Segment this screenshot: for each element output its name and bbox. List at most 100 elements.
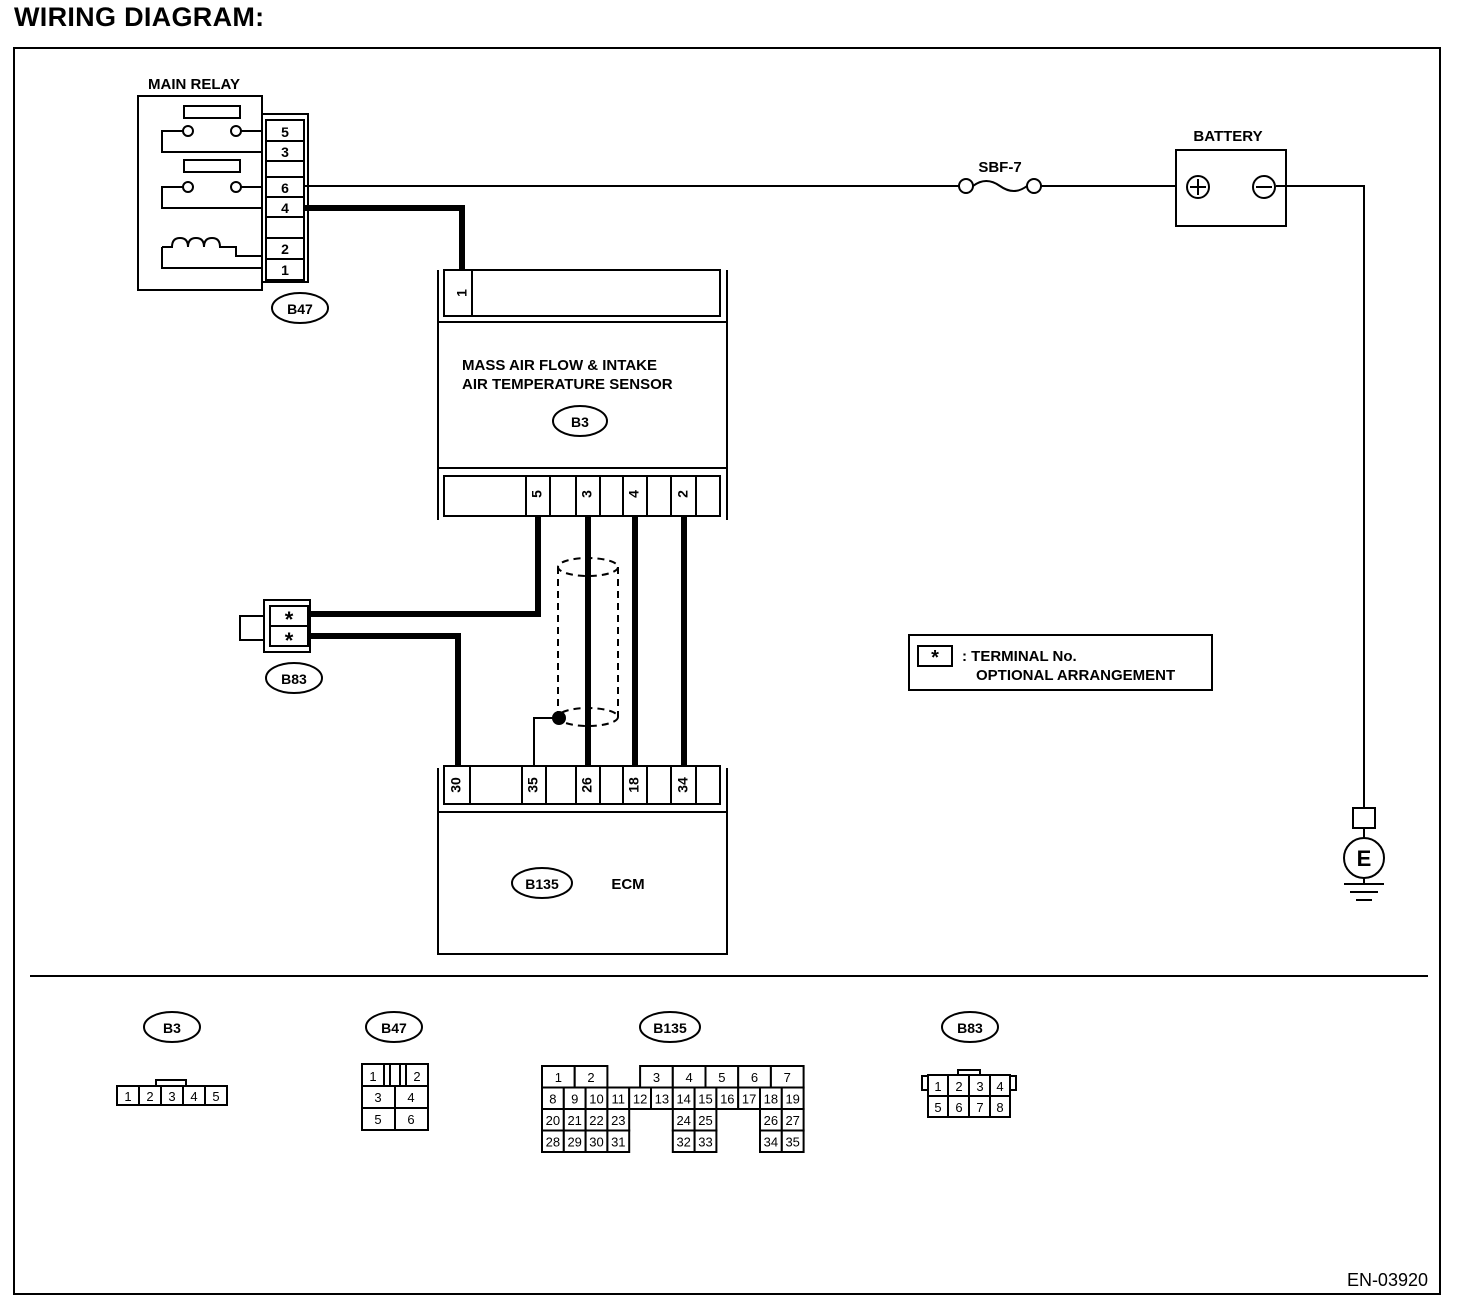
b47-pin-cell: 4 <box>407 1090 414 1105</box>
b83-pin-cell: 6 <box>955 1100 962 1115</box>
b135-pin-cell: 31 <box>611 1135 625 1150</box>
connector-view-label: B135 <box>653 1020 687 1036</box>
ecm: 30 35 26 18 34 B135 ECM <box>437 765 728 955</box>
b83-pin-cell: 3 <box>976 1079 983 1094</box>
relay-pin: 4 <box>281 200 289 216</box>
connector-badge-b135 <box>511 867 573 899</box>
connector-badge-b3 <box>552 405 608 437</box>
b135-pin-cell: 10 <box>589 1092 603 1107</box>
b135-pin-cell: 34 <box>764 1135 778 1150</box>
b135-pin-cell: 35 <box>785 1135 799 1150</box>
b135-pin-cell: 4 <box>686 1070 693 1085</box>
b135-pin-cell: 18 <box>764 1092 778 1107</box>
connector-badge-b47 <box>271 292 329 324</box>
maf-pin: 4 <box>626 490 642 498</box>
maf-bottom-connector <box>443 475 721 517</box>
b135-pin-cell: 23 <box>611 1113 625 1128</box>
page-title: WIRING DIAGRAM: <box>14 2 265 32</box>
diagram-frame <box>13 47 1441 1295</box>
relay-coil-bar-icon <box>183 159 241 173</box>
svg-text:B83: B83 <box>281 671 307 687</box>
b135-pin-cell: 25 <box>698 1113 712 1128</box>
b135-pin-cell: 27 <box>785 1113 799 1128</box>
b135-pin-cell: 20 <box>546 1113 560 1128</box>
ecm-pin: 18 <box>626 777 642 793</box>
b135-pin-cell: 16 <box>720 1092 734 1107</box>
b135-pin-cell: 32 <box>676 1135 690 1150</box>
b135-pin-cell: 9 <box>571 1092 578 1107</box>
b135-pin-cell: 21 <box>567 1113 581 1128</box>
ground-label: E <box>1357 846 1372 871</box>
relay-coil-bar-icon <box>183 105 241 119</box>
relay-pin: 5 <box>281 124 289 140</box>
wire-battery-to-ground <box>1276 185 1365 808</box>
maf-pin: 1 <box>454 289 470 297</box>
svg-text:B47: B47 <box>287 301 313 317</box>
b135-cell <box>606 1129 631 1153</box>
wire-maf5-to-b83 <box>308 516 541 617</box>
b135-pin-cell: 7 <box>784 1070 791 1085</box>
fuse-sbf7: SBF-7 <box>958 159 1042 194</box>
b83-pin-cell: 5 <box>934 1100 941 1115</box>
b47-pin-cell: 3 <box>374 1090 381 1105</box>
b47-pin-cell: 6 <box>407 1112 414 1127</box>
b47-pin-cell: 5 <box>374 1112 381 1127</box>
b135-pin-cell: 26 <box>764 1113 778 1128</box>
b135-cell <box>780 1129 805 1153</box>
connector-view-b3: B3 1 2 3 4 5 <box>116 1011 228 1106</box>
b135-pin-cell: 15 <box>698 1092 712 1107</box>
ecm-connector <box>443 765 721 805</box>
ground-e: E <box>1343 807 1385 901</box>
relay-coil-icon <box>161 236 262 269</box>
b135-pin-cell: 14 <box>676 1092 690 1107</box>
b135-pin-cell: 17 <box>742 1092 756 1107</box>
ecm-pin: 30 <box>448 777 464 793</box>
b135-pin-cell: 29 <box>567 1135 581 1150</box>
b135-pin-cell: 2 <box>587 1070 594 1085</box>
b135-pin-cell: 33 <box>698 1135 712 1150</box>
legend-line2: OPTIONAL ARRANGEMENT <box>976 667 1175 684</box>
ecm-label: ECM <box>611 876 644 893</box>
battery-positive-icon <box>1186 175 1210 199</box>
b83-pin-cell: 8 <box>996 1100 1003 1115</box>
ecm-pin: 34 <box>675 777 691 793</box>
b83-pin: * <box>285 628 294 653</box>
legend-line1: : TERMINAL No. <box>962 648 1077 665</box>
b3-pin-cell: 1 <box>124 1089 131 1104</box>
connector-view-b83: B83 1 2 3 4 5 6 7 8 <box>921 1011 1017 1118</box>
relay-pin: 3 <box>281 144 289 160</box>
b47-pin-cell: 1 <box>369 1069 376 1084</box>
fuse-terminal-icon <box>1026 178 1042 194</box>
legend-box <box>908 634 1213 691</box>
maf-pin: 2 <box>675 490 691 498</box>
b83-component: * * B83 <box>239 599 323 694</box>
b135-pin-cell: 1 <box>555 1070 562 1085</box>
b83-pin-cell: 4 <box>996 1079 1003 1094</box>
fuse-label: SBF-7 <box>978 159 1021 176</box>
b135-pin-cell: 6 <box>751 1070 758 1085</box>
b83-pin-cell: 7 <box>976 1100 983 1115</box>
b83-pin-cell: 1 <box>934 1079 941 1094</box>
b47-pin-cell: 2 <box>413 1069 420 1084</box>
b3-pin-cell: 5 <box>212 1089 219 1104</box>
ecm-pin: 35 <box>525 777 541 793</box>
relay-pin: 1 <box>281 262 289 278</box>
relay-pin: 2 <box>281 241 289 257</box>
maf-sensor: 1 MASS AIR FLOW & INTAKE AIR TEMPERATURE… <box>437 269 728 520</box>
connector-view-b47: B47 1 2 3 4 5 6 <box>361 1011 429 1131</box>
b135-pin-cell: 8 <box>549 1092 556 1107</box>
svg-text:B135: B135 <box>525 876 559 892</box>
b83-pin: * <box>285 607 294 632</box>
maf-body <box>437 321 728 469</box>
b135-cell <box>693 1129 718 1153</box>
battery-negative-icon <box>1252 175 1276 199</box>
b135-pin-cell: 24 <box>676 1113 690 1128</box>
svg-text:B3: B3 <box>571 414 589 430</box>
maf-pin: 5 <box>529 490 545 498</box>
battery-label: BATTERY <box>1193 128 1262 145</box>
main-relay-label: MAIN RELAY <box>148 76 240 93</box>
b135-pin-cell: 13 <box>655 1092 669 1107</box>
connector-view-label: B47 <box>381 1020 407 1036</box>
ecm-body <box>437 811 728 955</box>
